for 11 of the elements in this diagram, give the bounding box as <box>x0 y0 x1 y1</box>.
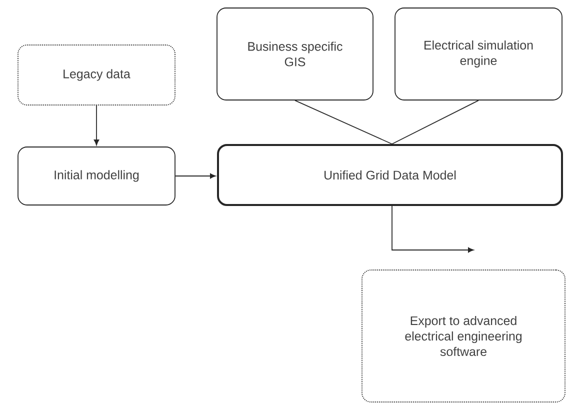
connector-line <box>392 100 479 144</box>
process-box: Business specific GIS <box>216 8 374 100</box>
process-box: Electrical simulation engine <box>394 8 562 100</box>
arrow <box>392 206 474 253</box>
connector-line <box>294 100 392 144</box>
process-box: Initial modelling <box>18 146 176 206</box>
process-box: Legacy data <box>18 44 176 106</box>
arrow <box>175 173 216 179</box>
process-box: Export to advanced electrical engineering software <box>362 270 566 402</box>
arrow <box>94 105 100 146</box>
process-box: Unified Grid Data Model <box>217 144 563 206</box>
